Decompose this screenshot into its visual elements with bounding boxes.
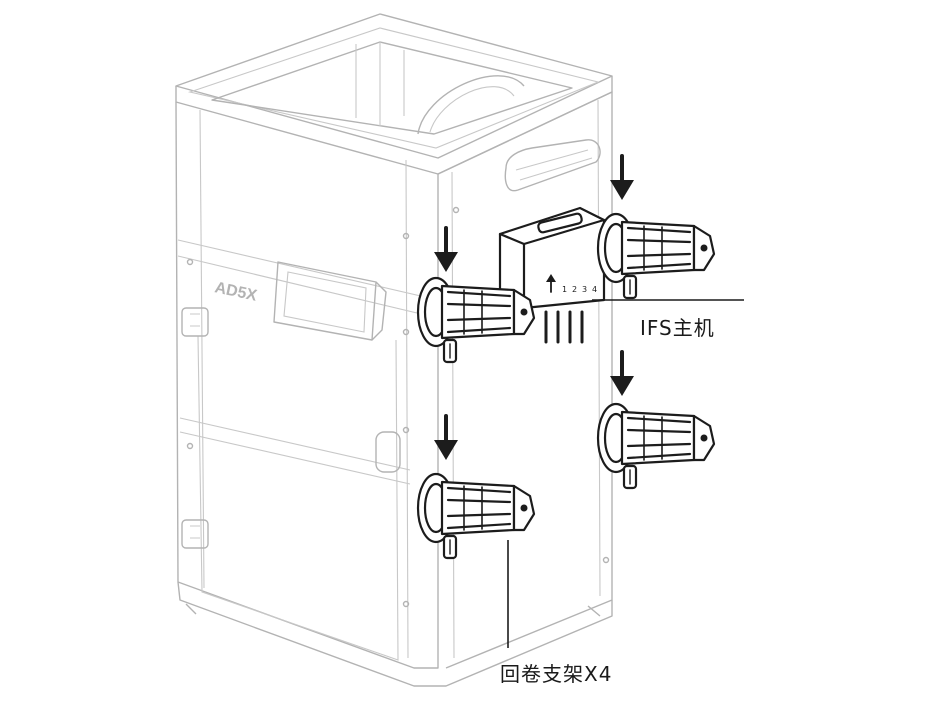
ifs-host-label: IFS主机 (640, 316, 715, 340)
spool-holder-4 (596, 402, 716, 490)
spool-holder-2 (416, 472, 536, 560)
printer-model-text: AD5X (213, 279, 259, 305)
printer-frame (175, 13, 613, 687)
host-port-numbers: 1 2 3 4 (562, 285, 597, 294)
spool-holder-3 (596, 212, 716, 300)
port-number-3: 3 (582, 285, 587, 294)
spool-holder-label: 回卷支架X4 (500, 662, 613, 686)
ifs-host-unit (498, 206, 606, 344)
port-number-2: 2 (572, 285, 577, 294)
down-arrow-icon (608, 350, 636, 398)
spool-holder-1 (416, 276, 536, 364)
port-number-1: 1 (562, 285, 567, 294)
down-arrow-icon (608, 154, 636, 202)
port-number-4: 4 (592, 285, 597, 294)
